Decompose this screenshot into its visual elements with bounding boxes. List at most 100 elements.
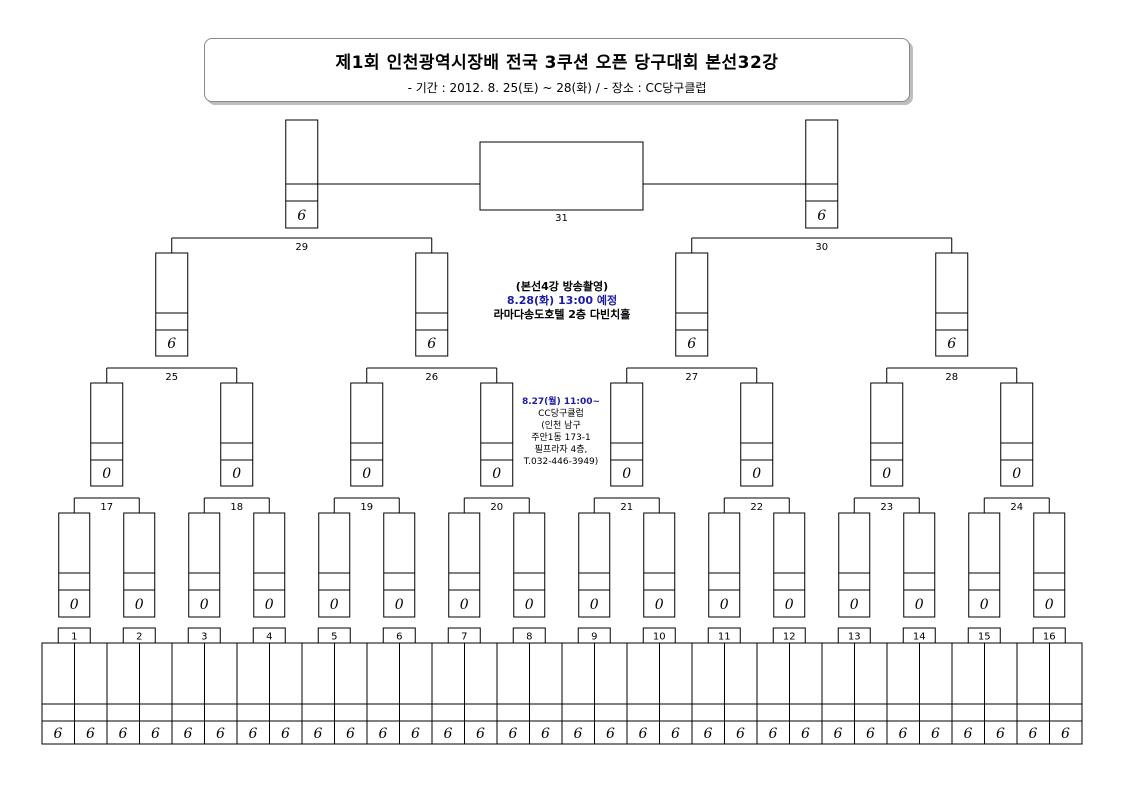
score-mark: 0	[590, 597, 599, 613]
match-number: 2	[136, 632, 142, 643]
player-slot	[155, 252, 189, 357]
match-number: 10	[653, 632, 666, 643]
score-mark: 0	[915, 597, 924, 613]
score-mark: 6	[184, 726, 193, 742]
venue-note-time: 8.27(월) 11:00~	[521, 397, 601, 407]
broadcast-note-place: 라마다송도호텔 2층 다빈치홀	[493, 308, 631, 321]
score-mark: 6	[411, 726, 420, 742]
venue-note-line: T.032-446-3949)	[523, 457, 599, 467]
score-mark: 6	[704, 726, 713, 742]
score-mark: 6	[866, 726, 875, 742]
player-slot	[318, 512, 351, 618]
score-mark: 6	[541, 726, 550, 742]
player-slot	[350, 382, 384, 487]
score-mark: 6	[817, 208, 826, 224]
player-slot	[773, 512, 806, 618]
player-slot	[253, 512, 286, 618]
score-mark: 6	[769, 726, 778, 742]
player-slot	[285, 119, 319, 229]
score-mark: 6	[671, 726, 680, 742]
score-mark: 6	[834, 726, 843, 742]
match-number-box	[317, 627, 351, 644]
event-info: - 기간 : 2012. 8. 25(토) ~ 28(화) / - 장소 : C…	[407, 81, 707, 95]
score-mark: 6	[509, 726, 518, 742]
match-number: 18	[230, 502, 243, 513]
score-mark: 0	[135, 597, 144, 613]
match-number: 21	[620, 502, 633, 513]
player-slot	[805, 119, 839, 229]
score-mark: 6	[346, 726, 355, 742]
venue-note-line: CC당구클럽	[538, 409, 584, 419]
player-slot	[675, 252, 709, 357]
match-number: 5	[331, 632, 337, 643]
player-slot	[513, 512, 546, 618]
score-mark: 0	[622, 466, 631, 482]
score-mark: 6	[119, 726, 128, 742]
match-number-box	[642, 627, 676, 644]
match-number: 28	[945, 372, 958, 383]
score-mark: 0	[232, 466, 241, 482]
venue-note-line: (인천 남구	[541, 421, 581, 431]
player-slot	[708, 512, 741, 618]
player-slot	[838, 512, 871, 618]
final-box	[479, 141, 644, 211]
score-mark: 0	[70, 597, 79, 613]
match-number-box	[187, 627, 221, 644]
score-mark: 6	[476, 726, 485, 742]
score-mark: 6	[281, 726, 290, 742]
score-mark: 0	[882, 466, 891, 482]
score-mark: 0	[330, 597, 339, 613]
match-number-box	[447, 627, 481, 644]
score-mark: 6	[444, 726, 453, 742]
player-slot	[1000, 382, 1034, 487]
match-number: 26	[425, 372, 438, 383]
match-number-box	[772, 627, 806, 644]
score-mark: 6	[249, 726, 258, 742]
match-number-box	[1032, 627, 1066, 644]
match-number: 12	[783, 632, 796, 643]
match-number-box	[512, 627, 546, 644]
player-slot	[220, 382, 254, 487]
score-mark: 6	[899, 726, 908, 742]
venue-note-line: 필프라자 4층,	[534, 445, 588, 455]
match-number: 31	[555, 213, 568, 224]
player-slot	[90, 382, 124, 487]
match-number: 23	[880, 502, 893, 513]
match-number: 11	[718, 632, 731, 643]
score-mark: 6	[54, 726, 63, 742]
score-mark: 6	[606, 726, 615, 742]
score-mark: 0	[850, 597, 859, 613]
match-number-box	[252, 627, 286, 644]
score-mark: 0	[265, 597, 274, 613]
player-slot	[578, 512, 611, 618]
score-mark: 0	[200, 597, 209, 613]
match-number: 25	[165, 372, 178, 383]
score-mark: 6	[801, 726, 810, 742]
player-slot	[968, 512, 1001, 618]
match-number-box	[122, 627, 156, 644]
title-box: 제1회 인천광역시장배 전국 3쿠션 오픈 당구대회 본선32강 - 기간 : …	[204, 38, 910, 102]
score-mark: 0	[1012, 466, 1021, 482]
score-mark: 6	[639, 726, 648, 742]
broadcast-note: (본선4강 방송촬영) 8.28(화) 13:00 예정 라마다송도호텔 2층 …	[462, 280, 662, 322]
match-number-box	[57, 627, 91, 644]
player-slot	[188, 512, 221, 618]
match-number: 29	[295, 242, 308, 253]
score-mark: 6	[314, 726, 323, 742]
score-mark: 6	[167, 336, 176, 352]
broadcast-note-time: 8.28(화) 13:00 예정	[506, 294, 618, 307]
match-number: 6	[396, 632, 402, 643]
match-number-box	[707, 627, 741, 644]
match-number: 22	[750, 502, 763, 513]
score-mark: 6	[964, 726, 973, 742]
broadcast-note-line: (본선4강 방송촬영)	[515, 280, 609, 293]
match-number: 24	[1010, 502, 1023, 513]
score-mark: 6	[1061, 726, 1070, 742]
page-title: 제1회 인천광역시장배 전국 3쿠션 오픈 당구대회 본선32강	[335, 53, 779, 73]
score-mark: 6	[931, 726, 940, 742]
match-number: 7	[461, 632, 467, 643]
score-mark: 6	[996, 726, 1005, 742]
score-mark: 0	[655, 597, 664, 613]
player-slot	[448, 512, 481, 618]
